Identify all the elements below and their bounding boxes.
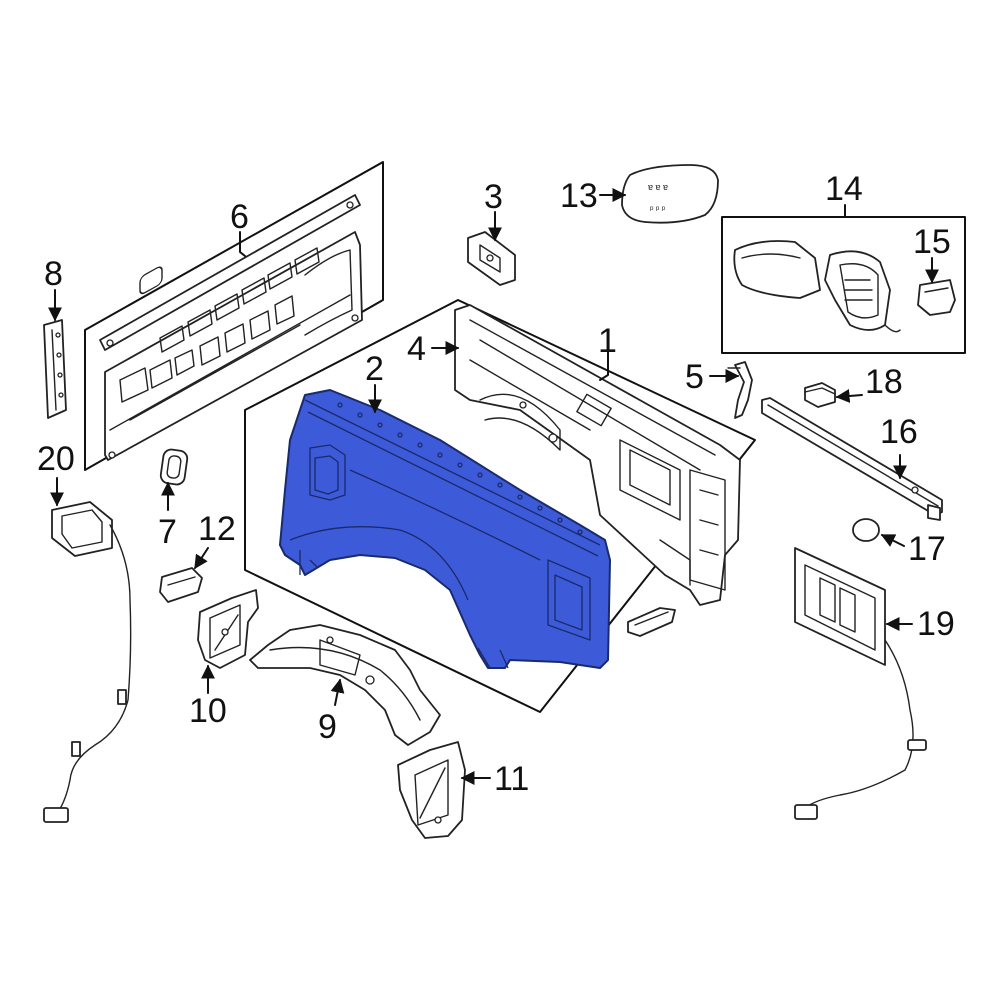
svg-text:ɐ ɐ ɐ: ɐ ɐ ɐ (648, 182, 668, 192)
wheelhouse-9 (249, 624, 441, 746)
strip-8 (43, 319, 67, 419)
callout-1: 1 (598, 322, 617, 360)
callout-4: 4 (407, 330, 426, 368)
callout-14: 14 (825, 170, 863, 208)
callout-12: 12 (198, 510, 236, 548)
callout-10: 10 (189, 692, 227, 730)
callout-2: 2 (365, 350, 384, 388)
bracket-12 (159, 567, 203, 603)
bracket-3 (467, 231, 516, 286)
callout-9: 9 (318, 708, 337, 746)
callout-11: 11 (494, 760, 529, 798)
callout-20: 20 (37, 440, 75, 478)
outer-side-panel (279, 389, 611, 669)
support-10 (197, 589, 259, 669)
svg-text:ᵖ ᵖ ᵖ: ᵖ ᵖ ᵖ (650, 204, 666, 214)
callout-6: 6 (230, 198, 249, 236)
plug-17 (852, 518, 880, 542)
grommet-7 (159, 448, 189, 486)
callout-labels: 1 2 3 4 5 6 7 8 9 10 11 12 13 14 15 16 1… (37, 170, 955, 798)
callout-5: 5 (685, 358, 704, 396)
support-11 (397, 741, 466, 839)
filler-housing-box-14 (721, 216, 966, 354)
lamp-harness-19 (794, 547, 927, 820)
callout-8: 8 (44, 255, 63, 293)
actuator-15 (917, 279, 956, 316)
callout-3: 3 (484, 178, 503, 216)
bracket-lower (627, 607, 676, 637)
lamp-harness-20 (43, 501, 132, 823)
rail-16 (761, 397, 943, 521)
fuel-door-13: ɐ ɐ ɐ ᵖ ᵖ ᵖ (621, 164, 719, 224)
bed-side-assembly-frame (244, 299, 756, 713)
callout-19: 19 (917, 605, 955, 643)
inner-side-panel (454, 304, 741, 606)
leader-lines (48, 188, 939, 785)
bracket-5 (727, 361, 753, 419)
callout-17: 17 (908, 530, 946, 568)
callout-13: 13 (560, 177, 598, 215)
callout-7: 7 (158, 513, 177, 551)
outer-side-panel-highlighted (279, 389, 611, 669)
callout-15: 15 (913, 223, 951, 261)
front-panel-6 (84, 161, 384, 471)
callout-16: 16 (880, 413, 918, 451)
callout-18: 18 (865, 363, 903, 401)
clip-18 (804, 382, 836, 408)
